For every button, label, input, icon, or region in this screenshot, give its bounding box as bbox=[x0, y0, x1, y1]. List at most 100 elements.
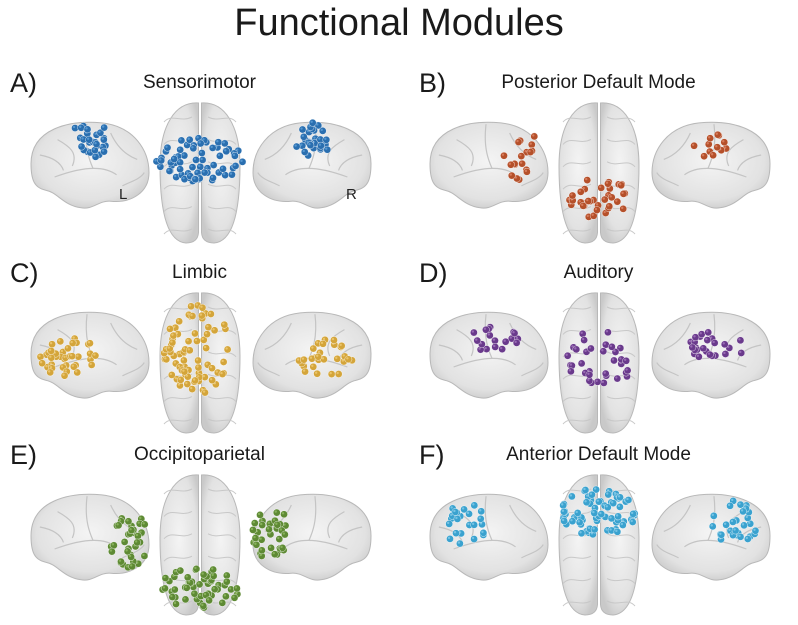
node-dot bbox=[473, 336, 482, 345]
node-dot bbox=[209, 174, 217, 182]
node-highlight bbox=[696, 354, 700, 357]
node-highlight bbox=[182, 369, 185, 372]
node-dot bbox=[482, 325, 490, 334]
node-highlight bbox=[205, 166, 208, 169]
node-highlight bbox=[49, 342, 53, 345]
node-dot bbox=[578, 329, 587, 338]
node-highlight bbox=[101, 125, 105, 128]
node-dot bbox=[114, 521, 123, 530]
node-dot bbox=[704, 328, 713, 337]
node-dot bbox=[617, 181, 625, 190]
node-highlight bbox=[561, 518, 565, 522]
node-highlight bbox=[592, 505, 596, 509]
node-highlight bbox=[63, 355, 66, 359]
node-highlight bbox=[578, 189, 581, 193]
node-dot bbox=[203, 330, 211, 338]
node-dot bbox=[518, 159, 526, 168]
node-highlight bbox=[200, 305, 203, 308]
node-highlight bbox=[745, 515, 748, 519]
node-highlight bbox=[512, 331, 515, 334]
node-highlight bbox=[313, 136, 316, 139]
node-dot bbox=[476, 514, 485, 523]
node-dot bbox=[161, 584, 169, 593]
node-highlight bbox=[583, 487, 586, 491]
node-dot bbox=[720, 340, 729, 349]
node-dot bbox=[713, 143, 722, 152]
node-highlight bbox=[579, 531, 582, 534]
node-highlight bbox=[275, 522, 278, 525]
node-highlight bbox=[503, 339, 506, 342]
node-dot bbox=[581, 486, 590, 494]
node-highlight bbox=[592, 527, 595, 530]
node-highlight bbox=[699, 332, 702, 335]
node-highlight bbox=[101, 149, 105, 152]
node-highlight bbox=[199, 313, 203, 316]
node-highlight bbox=[203, 592, 207, 596]
node-highlight bbox=[198, 141, 201, 144]
node-highlight bbox=[176, 154, 179, 157]
node-highlight bbox=[719, 532, 722, 535]
node-dot bbox=[210, 585, 219, 594]
node-highlight bbox=[93, 154, 96, 158]
node-highlight bbox=[215, 370, 218, 373]
panel-title: Anterior Default Mode bbox=[506, 444, 691, 465]
node-dot bbox=[709, 151, 717, 160]
node-dot bbox=[512, 339, 521, 347]
node-dot bbox=[510, 329, 519, 338]
node-highlight bbox=[259, 553, 262, 557]
node-highlight bbox=[585, 177, 588, 181]
node-highlight bbox=[302, 149, 305, 153]
node-dot bbox=[613, 374, 622, 383]
node-highlight bbox=[79, 125, 82, 128]
node-dot bbox=[48, 340, 56, 349]
node-highlight bbox=[267, 521, 271, 525]
node-highlight bbox=[202, 138, 205, 141]
node-highlight bbox=[76, 354, 79, 357]
node-highlight bbox=[252, 520, 255, 524]
node-dot bbox=[168, 338, 177, 347]
node-dot bbox=[710, 339, 719, 347]
node-dot bbox=[233, 584, 241, 593]
node-dot bbox=[77, 142, 86, 151]
node-highlight bbox=[592, 510, 595, 514]
node-highlight bbox=[461, 507, 465, 510]
node-dot bbox=[587, 344, 595, 353]
node-highlight bbox=[598, 185, 602, 189]
node-dot bbox=[218, 370, 227, 378]
node-highlight bbox=[728, 528, 731, 532]
brain-views bbox=[429, 292, 771, 434]
node-highlight bbox=[60, 349, 64, 353]
left-lateral-brain bbox=[429, 121, 549, 209]
node-highlight bbox=[167, 326, 171, 330]
node-highlight bbox=[48, 348, 52, 352]
node-dot bbox=[703, 336, 712, 344]
node-highlight bbox=[177, 167, 181, 170]
node-dot bbox=[576, 188, 585, 196]
node-highlight bbox=[586, 198, 589, 202]
node-highlight bbox=[314, 371, 318, 374]
node-dot bbox=[739, 507, 747, 516]
node-highlight bbox=[601, 380, 605, 384]
node-dot bbox=[726, 502, 734, 510]
node-highlight bbox=[89, 362, 92, 366]
node-highlight bbox=[173, 361, 177, 364]
node-highlight bbox=[707, 352, 711, 355]
node-highlight bbox=[201, 337, 204, 341]
node-highlight bbox=[118, 559, 122, 562]
node-dot bbox=[127, 526, 136, 534]
right-lateral-brain bbox=[651, 493, 771, 581]
node-highlight bbox=[599, 511, 602, 515]
node-highlight bbox=[514, 176, 518, 179]
node-highlight bbox=[111, 543, 115, 546]
node-highlight bbox=[184, 142, 188, 146]
node-highlight bbox=[630, 519, 633, 523]
node-highlight bbox=[481, 530, 484, 534]
node-dot bbox=[470, 328, 478, 337]
node-highlight bbox=[690, 345, 693, 348]
node-highlight bbox=[168, 160, 172, 163]
node-highlight bbox=[585, 494, 589, 497]
node-highlight bbox=[185, 374, 189, 377]
node-highlight bbox=[722, 342, 725, 345]
node-highlight bbox=[342, 354, 345, 357]
node-highlight bbox=[98, 130, 101, 133]
